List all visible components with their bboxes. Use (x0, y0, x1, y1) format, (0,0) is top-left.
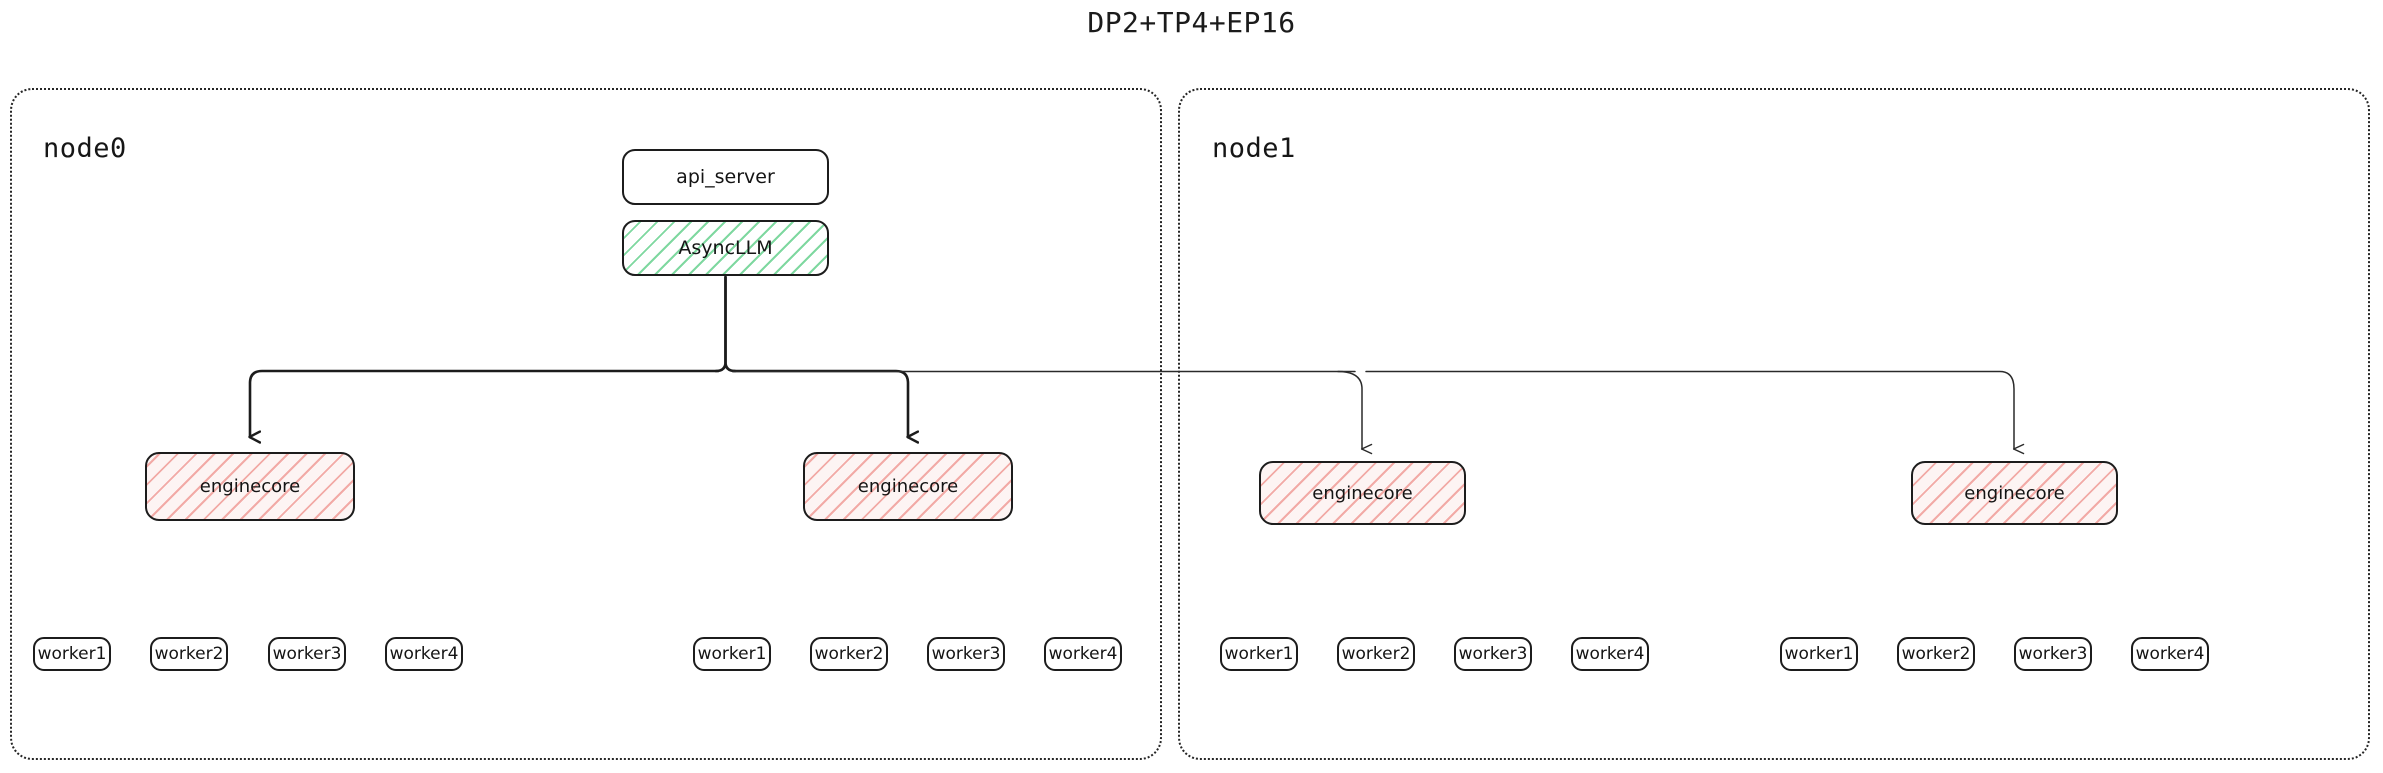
enginecore-box-3[interactable]: enginecore (1911, 461, 2118, 525)
diagram-title: DP2+TP4+EP16 (1087, 6, 1296, 39)
worker-label: worker4 (389, 644, 459, 664)
worker-pill[interactable]: worker3 (1454, 637, 1532, 671)
enginecore-box-0[interactable]: enginecore (145, 452, 355, 521)
worker-label: worker3 (931, 644, 1001, 664)
enginecore-box-1[interactable]: enginecore (803, 452, 1013, 521)
worker-pill[interactable]: worker4 (1571, 637, 1649, 671)
enginecore-label: enginecore (857, 476, 959, 497)
worker-pill[interactable]: worker2 (150, 637, 228, 671)
worker-label: worker1 (1784, 644, 1854, 664)
enginecore-label: enginecore (1964, 482, 2065, 504)
node-container-node1 (1178, 88, 2370, 760)
worker-pill[interactable]: worker3 (268, 637, 346, 671)
worker-pill[interactable]: worker4 (2131, 637, 2209, 671)
worker-pill[interactable]: worker4 (1044, 637, 1122, 671)
worker-label: worker2 (1901, 644, 1971, 664)
node-container-node0 (10, 88, 1162, 760)
worker-label: worker1 (697, 644, 767, 664)
worker-pill[interactable]: worker2 (1897, 637, 1975, 671)
worker-label: worker1 (37, 644, 107, 664)
async-llm-label: AsyncLLM (678, 237, 773, 259)
worker-pill[interactable]: worker1 (33, 637, 111, 671)
worker-pill[interactable]: worker4 (385, 637, 463, 671)
worker-label: worker3 (1458, 644, 1528, 664)
enginecore-box-2[interactable]: enginecore (1259, 461, 1466, 525)
node-label-node0: node0 (43, 133, 127, 164)
worker-pill[interactable]: worker3 (927, 637, 1005, 671)
worker-pill[interactable]: worker1 (1780, 637, 1858, 671)
worker-label: worker3 (272, 644, 342, 664)
worker-label: worker2 (154, 644, 224, 664)
worker-pill[interactable]: worker3 (2014, 637, 2092, 671)
worker-label: worker4 (1048, 644, 1118, 664)
worker-pill[interactable]: worker2 (1337, 637, 1415, 671)
api-server-box[interactable]: api_server (622, 149, 829, 205)
worker-label: worker3 (2018, 644, 2088, 664)
enginecore-label: enginecore (199, 476, 301, 497)
worker-pill[interactable]: worker1 (1220, 637, 1298, 671)
worker-label: worker4 (2135, 644, 2205, 664)
worker-pill[interactable]: worker1 (693, 637, 771, 671)
worker-label: worker2 (1341, 644, 1411, 664)
enginecore-label: enginecore (1312, 482, 1413, 504)
worker-label: worker4 (1575, 644, 1645, 664)
node-label-node1: node1 (1212, 133, 1296, 164)
api-server-label: api_server (676, 166, 775, 188)
worker-pill[interactable]: worker2 (810, 637, 888, 671)
async-llm-box[interactable]: AsyncLLM (622, 220, 829, 276)
worker-label: worker1 (1224, 644, 1294, 664)
worker-label: worker2 (814, 644, 884, 664)
